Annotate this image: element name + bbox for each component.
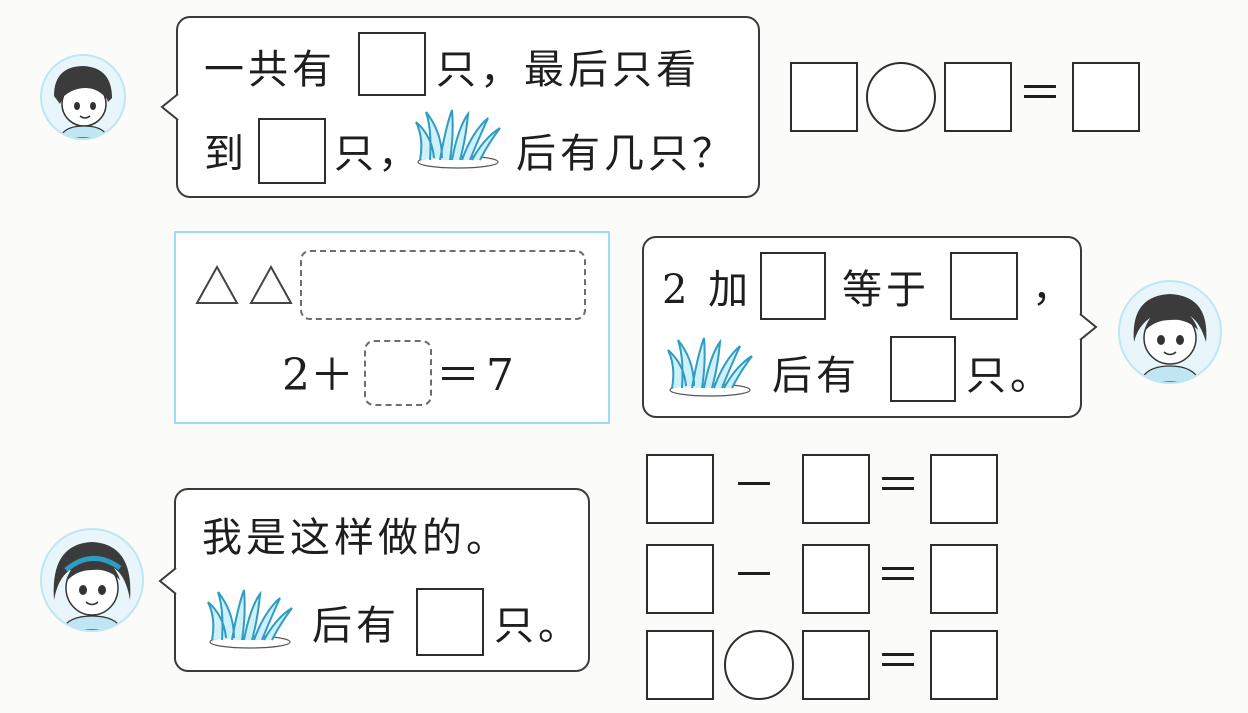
- bubble2-text-part5: 只。: [966, 353, 1054, 399]
- hint-plus-sign: ＋: [310, 350, 354, 401]
- bubble-tail: [158, 566, 177, 595]
- bubble-tail: [160, 92, 179, 121]
- hint-number-seven: 7: [486, 350, 514, 401]
- bubble2-text-part2: 等于: [842, 267, 930, 313]
- eq4-result-box[interactable]: [930, 630, 998, 700]
- question-text-part1: 一共有: [204, 47, 336, 93]
- grass-tuft-icon: [412, 108, 504, 170]
- bubble3-text-line1: 我是这样做的。: [202, 515, 510, 561]
- eq3-equals-sign: ＝: [876, 550, 920, 601]
- eq2-equals-sign: ＝: [876, 460, 920, 511]
- boy-avatar-icon: [40, 54, 126, 140]
- bubble2-hidden-count-box[interactable]: [890, 336, 956, 402]
- bubble2-addend-box[interactable]: [760, 252, 826, 320]
- bubble3-text-part3: 只。: [494, 603, 582, 649]
- girl-avatar-icon: [1118, 280, 1222, 384]
- eq4-operand2-box[interactable]: [802, 630, 870, 700]
- eq1-operand2-box[interactable]: [944, 62, 1012, 132]
- hidden-items-dashed-area: [300, 250, 586, 320]
- question-text-part3: 到: [204, 131, 248, 177]
- eq1-operand1-box[interactable]: [790, 62, 858, 132]
- eq4-operand1-box[interactable]: [646, 630, 714, 700]
- bubble2-text-part1: 2 加: [662, 267, 753, 313]
- eq3-operand1-box[interactable]: [646, 544, 714, 614]
- hint-equals-sign: ＝: [436, 350, 480, 401]
- seen-count-answer-box[interactable]: [258, 118, 326, 184]
- eq4-operator-circle[interactable]: [724, 630, 794, 700]
- grass-tuft-icon: [204, 588, 296, 650]
- eq2-operand1-box[interactable]: [646, 454, 714, 524]
- question-text-part4: 只，: [334, 131, 422, 177]
- bubble2-sum-box[interactable]: [950, 252, 1018, 320]
- total-count-answer-box[interactable]: [358, 32, 426, 96]
- bubble3-hidden-count-box[interactable]: [416, 588, 484, 656]
- bubble3-text-part2: 后有: [312, 603, 400, 649]
- bubble-tail: [1078, 312, 1098, 341]
- hint-number-two: 2: [282, 350, 310, 401]
- bubble2-text-part3: ，: [1032, 265, 1076, 311]
- eq3-operand2-box[interactable]: [802, 544, 870, 614]
- eq3-result-box[interactable]: [930, 544, 998, 614]
- eq3-minus-sign: －: [732, 550, 776, 601]
- grass-tuft-icon: [664, 336, 756, 398]
- question-text-part5: 后有几只？: [516, 131, 736, 177]
- triangle-icon: [194, 264, 240, 306]
- question-text-part2: 只，最后只看: [436, 47, 700, 93]
- triangle-icon: [248, 264, 294, 306]
- bubble2-text-part4: 后有: [772, 353, 860, 399]
- hint-missing-addend-box[interactable]: [364, 340, 432, 406]
- eq2-minus-sign: －: [732, 460, 776, 511]
- eq4-equals-sign: ＝: [876, 636, 920, 687]
- eq2-operand2-box[interactable]: [802, 454, 870, 524]
- eq1-result-box[interactable]: [1072, 62, 1140, 132]
- eq2-result-box[interactable]: [930, 454, 998, 524]
- eq1-operator-circle[interactable]: [866, 62, 936, 132]
- girl-headband-avatar-icon: [40, 528, 144, 632]
- eq1-equals-sign: ＝: [1018, 68, 1062, 119]
